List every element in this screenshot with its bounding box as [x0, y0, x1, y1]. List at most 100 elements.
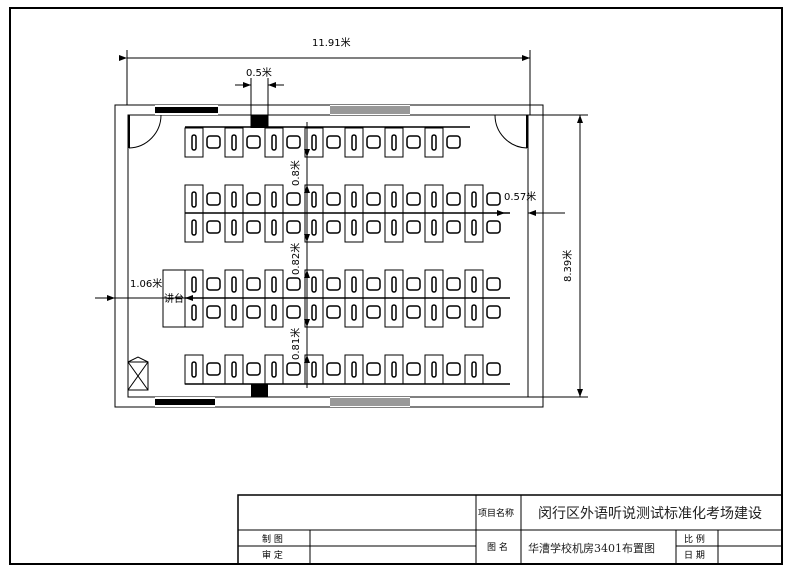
- dim-total-width: 11.91米: [312, 36, 351, 49]
- monitor-icon: [351, 361, 357, 378]
- chair-icon: [286, 192, 301, 206]
- chair-icon: [326, 220, 341, 234]
- chair-icon: [246, 135, 261, 149]
- monitor-icon: [271, 276, 277, 293]
- dim-row-gap-1: 0.8米: [289, 160, 302, 186]
- monitor-icon: [311, 191, 317, 208]
- monitor-icon: [271, 219, 277, 236]
- monitor-icon: [391, 276, 397, 293]
- chair-icon: [326, 277, 341, 291]
- monitor-icon: [391, 134, 397, 151]
- door-left: [128, 114, 162, 149]
- door-right: [494, 114, 528, 149]
- monitor-icon: [231, 219, 237, 236]
- chair-icon: [286, 135, 301, 149]
- chair-icon: [326, 305, 341, 319]
- room-walls: [114, 104, 544, 408]
- column: [251, 384, 268, 397]
- chair-icon: [406, 135, 421, 149]
- dim-row-gap-2: 0.82米: [289, 243, 302, 275]
- monitor-icon: [191, 361, 197, 378]
- monitor-icon: [191, 219, 197, 236]
- dim-total-depth: 8.39米: [561, 250, 574, 282]
- monitor-icon: [231, 304, 237, 321]
- monitor-icon: [351, 219, 357, 236]
- drawing-name-label: 图 名: [487, 541, 508, 553]
- chair-icon: [326, 362, 341, 376]
- chair-icon: [486, 192, 501, 206]
- monitor-icon: [311, 134, 317, 151]
- monitor-icon: [271, 134, 277, 151]
- monitor-icon: [191, 134, 197, 151]
- dim-row-gap-3: 0.81米: [289, 328, 302, 360]
- monitor-icon: [431, 304, 437, 321]
- chair-icon: [486, 305, 501, 319]
- cabinet-icon: [127, 356, 149, 391]
- monitor-icon: [271, 361, 277, 378]
- chair-icon: [446, 362, 461, 376]
- column: [251, 115, 268, 128]
- dim-right-aisle: 0.57米: [504, 190, 536, 203]
- seating-area: [184, 126, 510, 385]
- monitor-icon: [191, 304, 197, 321]
- monitor-icon: [471, 276, 477, 293]
- chair-icon: [206, 220, 221, 234]
- monitor-icon: [311, 304, 317, 321]
- chair-icon: [286, 277, 301, 291]
- chair-icon: [406, 220, 421, 234]
- chair-icon: [406, 362, 421, 376]
- chair-icon: [286, 362, 301, 376]
- monitor-icon: [231, 276, 237, 293]
- monitor-icon: [391, 304, 397, 321]
- chair-icon: [446, 192, 461, 206]
- chair-icon: [366, 192, 381, 206]
- monitor-icon: [271, 191, 277, 208]
- monitor-icon: [471, 191, 477, 208]
- monitor-icon: [431, 191, 437, 208]
- chair-icon: [206, 277, 221, 291]
- monitor-icon: [471, 219, 477, 236]
- monitor-icon: [431, 219, 437, 236]
- chair-icon: [206, 362, 221, 376]
- checked-by-label: 审 定: [262, 549, 283, 561]
- windows: [155, 105, 410, 407]
- chair-icon: [406, 192, 421, 206]
- monitor-icon: [311, 361, 317, 378]
- drawing-name: 华漕学校机房3401布置图: [528, 541, 655, 555]
- chair-icon: [246, 220, 261, 234]
- chair-icon: [286, 305, 301, 319]
- chair-icon: [206, 192, 221, 206]
- date-label: 日 期: [684, 550, 705, 561]
- chair-icon: [486, 220, 501, 234]
- monitor-icon: [231, 134, 237, 151]
- chair-icon: [246, 362, 261, 376]
- chair-icon: [326, 135, 341, 149]
- chair-icon: [326, 192, 341, 206]
- monitor-icon: [351, 276, 357, 293]
- monitor-icon: [431, 361, 437, 378]
- scale-label: 比 例: [684, 533, 705, 545]
- monitor-icon: [431, 134, 437, 151]
- dim-column-width: 0.5米: [246, 66, 272, 79]
- chair-icon: [246, 277, 261, 291]
- chair-icon: [366, 220, 381, 234]
- project-name: 闵行区外语听说测试标准化考场建设: [538, 506, 762, 522]
- chair-icon: [446, 220, 461, 234]
- monitor-icon: [191, 276, 197, 293]
- monitor-icon: [431, 276, 437, 293]
- chair-icon: [406, 305, 421, 319]
- chair-icon: [246, 305, 261, 319]
- project-label: 项目名称: [478, 507, 514, 519]
- chair-icon: [406, 277, 421, 291]
- chair-icon: [246, 192, 261, 206]
- monitor-icon: [471, 361, 477, 378]
- monitor-icon: [191, 191, 197, 208]
- chair-icon: [366, 135, 381, 149]
- drawn-by-label: 制 图: [262, 533, 283, 545]
- monitor-icon: [351, 191, 357, 208]
- monitor-icon: [231, 191, 237, 208]
- chair-icon: [486, 277, 501, 291]
- monitor-icon: [391, 219, 397, 236]
- monitor-icon: [271, 304, 277, 321]
